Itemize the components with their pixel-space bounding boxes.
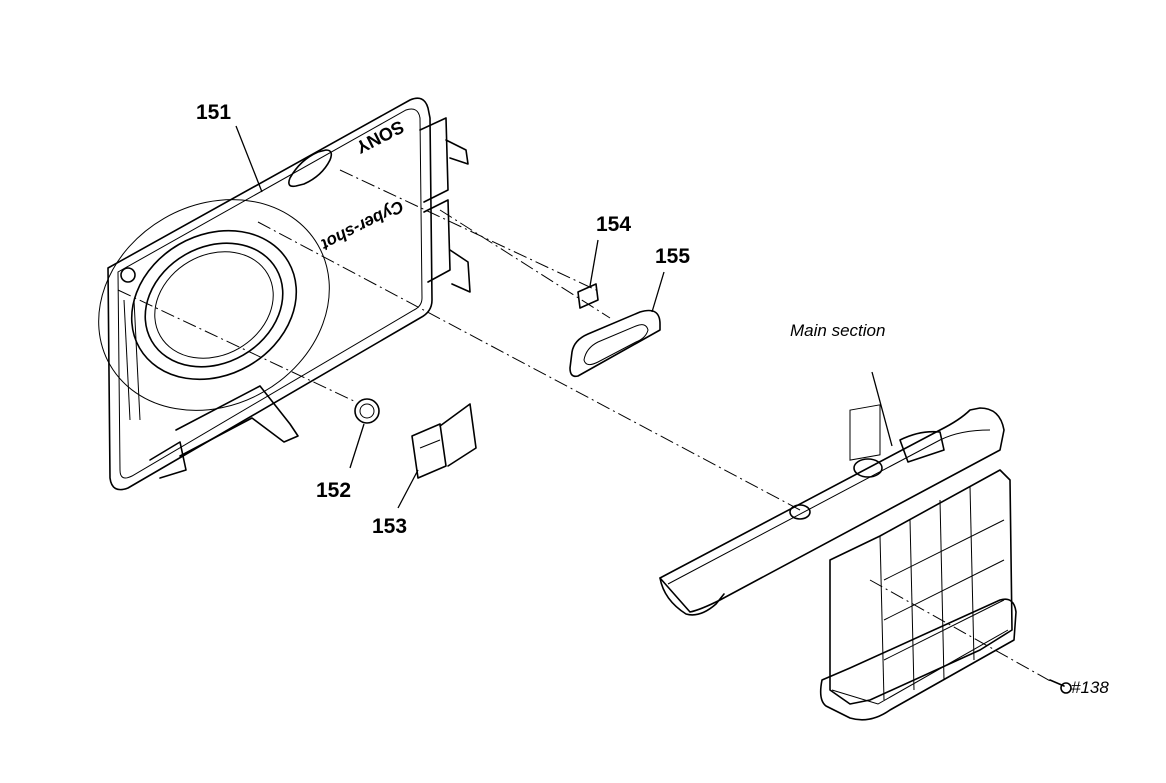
callout-153: 153 bbox=[372, 515, 408, 538]
screw-reference-138: #138 bbox=[1071, 678, 1109, 697]
screw-138 bbox=[1049, 679, 1072, 694]
callout-151: 151 bbox=[196, 101, 232, 124]
sheet-153 bbox=[411, 403, 477, 479]
main-section-assembly bbox=[659, 404, 1017, 721]
main-section-label: Main section bbox=[790, 321, 886, 340]
callout-154: 154 bbox=[596, 213, 632, 236]
callout-leader-lines bbox=[235, 125, 893, 509]
callout-155: 155 bbox=[655, 245, 691, 268]
front-cabinet-151: SONY Cyber-shot bbox=[98, 97, 471, 491]
assembly-center-lines bbox=[117, 169, 1053, 683]
callout-152: 152 bbox=[316, 479, 352, 502]
embossed-model-text: Cyber-shot bbox=[317, 196, 407, 254]
ring-152 bbox=[354, 398, 380, 424]
window-cover-155 bbox=[569, 309, 661, 378]
embossed-brand-text: SONY bbox=[353, 116, 408, 157]
